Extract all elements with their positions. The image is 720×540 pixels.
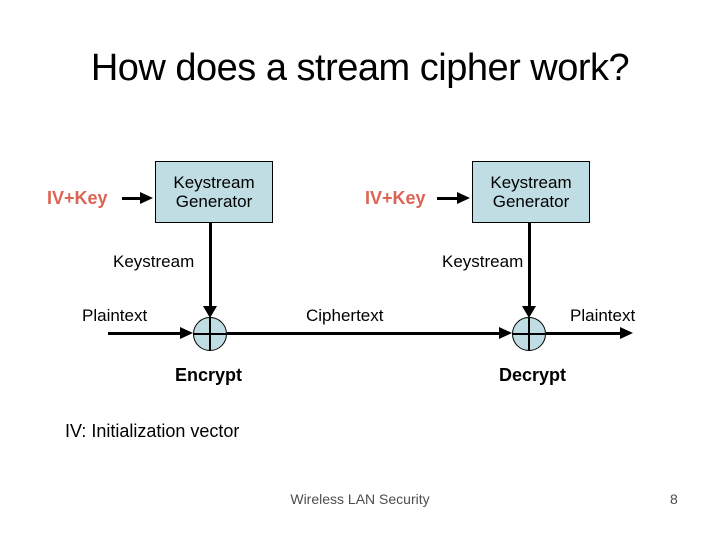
keystream-label-decrypt: Keystream — [442, 252, 524, 271]
plaintext-arrowhead-encrypt — [180, 327, 193, 339]
ciphertext-line — [227, 332, 500, 335]
iv-definition-note: IV: Initialization vector — [65, 421, 240, 441]
iv-key-arrowhead-decrypt — [457, 192, 470, 204]
iv-key-label-encrypt: IV+Key — [47, 188, 108, 208]
xor-icon-encrypt — [193, 317, 227, 351]
xor-icon-decrypt — [512, 317, 546, 351]
generator-box-line1: Keystream — [490, 173, 572, 192]
iv-key-arrow-line-encrypt — [122, 197, 142, 200]
plaintext-line-encrypt — [108, 332, 181, 335]
ciphertext-label: Ciphertext — [306, 306, 384, 325]
decrypt-label: Decrypt — [499, 365, 567, 385]
keystream-line-encrypt — [209, 222, 212, 307]
plaintext-label-encrypt: Plaintext — [82, 306, 148, 325]
iv-key-label-decrypt: IV+Key — [365, 188, 426, 208]
keystream-line-decrypt — [528, 222, 531, 307]
keystream-generator-box-encrypt: Keystream Generator — [155, 161, 273, 223]
xor-cross-horizontal — [513, 333, 545, 335]
keystream-label-encrypt: Keystream — [113, 252, 195, 271]
keystream-arrowhead-decrypt — [522, 306, 536, 318]
generator-box-line1: Keystream — [173, 173, 255, 192]
encrypt-label: Encrypt — [175, 365, 243, 385]
plaintext-label-decrypt: Plaintext — [570, 306, 636, 325]
slide-title: How does a stream cipher work? — [90, 47, 630, 89]
ciphertext-arrowhead — [499, 327, 512, 339]
generator-box-line2: Generator — [492, 192, 570, 211]
plaintext-arrowhead-decrypt — [620, 327, 633, 339]
plaintext-line-decrypt — [546, 332, 621, 335]
page-number: 8 — [670, 491, 678, 507]
xor-cross-horizontal — [194, 333, 226, 335]
footer-title: Wireless LAN Security — [290, 491, 430, 507]
iv-key-arrow-line-decrypt — [437, 197, 458, 200]
keystream-arrowhead-encrypt — [203, 306, 217, 318]
generator-box-line2: Generator — [175, 192, 253, 211]
keystream-generator-box-decrypt: Keystream Generator — [472, 161, 590, 223]
iv-key-arrowhead-encrypt — [140, 192, 153, 204]
